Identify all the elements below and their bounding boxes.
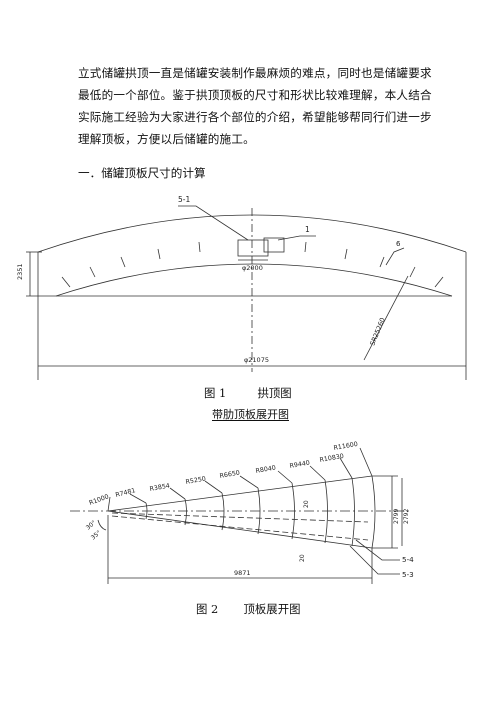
label-1: 1 xyxy=(305,225,310,234)
figure1-caption-text: 拱顶图 xyxy=(257,386,292,400)
label-diameter: φ21075 xyxy=(244,356,269,364)
roof-ribs xyxy=(61,241,444,288)
leader-sr xyxy=(363,275,409,361)
plate-radial-arcs xyxy=(145,477,355,547)
center-ring-box xyxy=(237,239,269,257)
radius-label-7: R10830 xyxy=(319,453,344,464)
intro-paragraph: 立式储罐拱顶一直是储罐安装制作最麻烦的难点，同时也是储罐要求 最低的一个部位。鉴… xyxy=(78,62,432,150)
label-5-4: 5-4 xyxy=(402,555,414,564)
roof-inner-arc xyxy=(55,263,453,297)
radius-leaders xyxy=(107,447,373,512)
label-5-1: 5-1 xyxy=(178,195,190,204)
label-6: 6 xyxy=(396,240,401,248)
label-height: 2351 xyxy=(16,263,24,280)
leader-5-3 xyxy=(349,545,400,575)
intro-line-2: 最低的一个部位。鉴于拱顶顶板的尺寸和形状比较难理解，本人结合 xyxy=(78,88,432,102)
plate-outer-arc xyxy=(371,475,376,549)
figure2-caption-num: 图 2 xyxy=(196,602,219,616)
label-center-ring: φ2000 xyxy=(242,264,263,272)
angle-label-0: 30° xyxy=(85,519,98,531)
figure2-caption: 图 2 顶板展开图 xyxy=(196,601,300,617)
figure2-caption-text: 顶板展开图 xyxy=(243,602,301,616)
label-5-3: 5-3 xyxy=(402,570,414,579)
radius-label-8: R11600 xyxy=(333,441,358,452)
leader-5-4 xyxy=(355,539,400,561)
section-heading: 一．储罐顶板尺寸的计算 xyxy=(78,166,206,180)
figure2-title: 带肋顶板展开图 xyxy=(212,408,289,421)
intro-line-4: 理解顶板，方便以后储罐的施工。 xyxy=(78,132,255,146)
intro-line-1: 立式储罐拱顶一直是储罐安装制作最麻烦的难点，同时也是储罐要求 xyxy=(78,66,432,80)
intro-line-3: 实际施工经验为大家进行各个部位的介绍，希望能够帮同行们进一步 xyxy=(78,110,432,124)
detail-box xyxy=(263,237,285,253)
figure1-caption-num: 图 1 xyxy=(204,386,227,400)
radius-label-5: R8040 xyxy=(255,465,276,475)
radius-label-2: R3854 xyxy=(149,483,170,493)
rib-dim-label-a: 20 xyxy=(303,500,310,508)
leader-6 xyxy=(385,247,405,266)
radius-label-1: R7481 xyxy=(115,487,136,499)
width-label-0: 2799 xyxy=(393,509,400,524)
plate-edge-bottom xyxy=(107,510,373,549)
length-label: 9871 xyxy=(234,569,251,577)
angle-label-1: 35° xyxy=(90,529,103,541)
width-label-1: 2792 xyxy=(403,509,410,524)
rib-dim-label-b: 20 xyxy=(299,554,306,562)
figure1-caption: 图 1 拱顶图 xyxy=(204,385,292,401)
radius-label-0: R1000 xyxy=(88,493,110,507)
radius-label-4: R6650 xyxy=(219,470,240,480)
radius-label-6: R9440 xyxy=(289,460,310,470)
radius-label-3: R5250 xyxy=(185,476,206,486)
plate-edge-top xyxy=(107,475,373,512)
leader-1 xyxy=(277,235,316,241)
leader-5-1 xyxy=(178,205,249,241)
